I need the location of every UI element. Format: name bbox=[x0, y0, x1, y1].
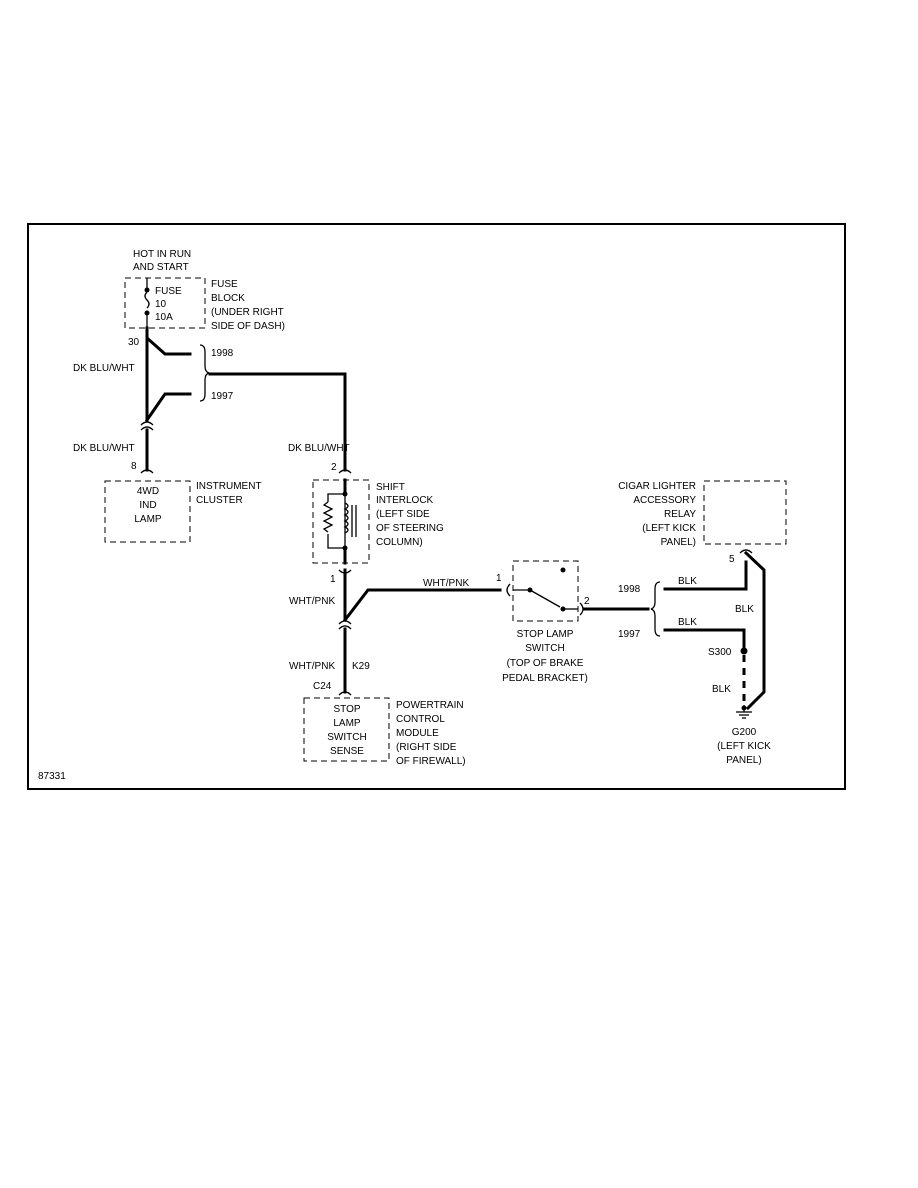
connector-symbol-2 bbox=[338, 620, 352, 630]
cluster-pin: 8 bbox=[131, 461, 137, 472]
wire-blk-1998-to-relay bbox=[663, 560, 748, 591]
fuse-block-label-1: FUSE bbox=[211, 279, 238, 290]
shift-out-pin: 1 bbox=[330, 574, 336, 585]
power-label-1: HOT IN RUN bbox=[133, 249, 191, 260]
pcm-text-3: SWITCH bbox=[327, 732, 366, 743]
connector-symbol bbox=[140, 421, 154, 431]
wire-label-wht-pnk-3: WHT/PNK bbox=[289, 661, 335, 672]
switch-label-3: (TOP OF BRAKE bbox=[507, 658, 584, 669]
power-label-2: AND START bbox=[133, 262, 189, 273]
year-brace-right bbox=[650, 581, 661, 637]
year-1997-left: 1997 bbox=[211, 391, 234, 402]
wire-label-dk-blu-wht-3: DK BLU/WHT bbox=[288, 443, 350, 454]
shift-label-1: SHIFT bbox=[376, 482, 405, 493]
fuse-block-label-4: SIDE OF DASH) bbox=[211, 321, 285, 332]
year-1997-right: 1997 bbox=[618, 629, 641, 640]
switch-in-pin: 1 bbox=[496, 573, 502, 584]
shift-label-3: (LEFT SIDE bbox=[376, 509, 430, 520]
cluster-text-1: 4WD bbox=[137, 486, 159, 497]
shift-label-2: INTERLOCK bbox=[376, 495, 434, 506]
cluster-name-1: INSTRUMENT bbox=[196, 481, 262, 492]
fuse-block-label-2: BLOCK bbox=[211, 293, 245, 304]
diagram-frame bbox=[27, 223, 846, 790]
switch-label-4: PEDAL BRACKET) bbox=[502, 673, 588, 684]
shift-label-4: OF STEERING bbox=[376, 523, 444, 534]
pcm-text-4: SENSE bbox=[330, 746, 364, 757]
wire-label-blk-2: BLK bbox=[735, 604, 754, 615]
wire-fuse-1998-branch bbox=[145, 326, 192, 356]
ground-label-1: G200 bbox=[732, 727, 757, 738]
wire-label-blk-1: BLK bbox=[678, 576, 697, 587]
year-1998-left: 1998 bbox=[211, 348, 234, 359]
pcm-name-2: CONTROL bbox=[396, 714, 445, 725]
wire-label-dk-blu-wht-1: DK BLU/WHT bbox=[73, 363, 135, 374]
wire-label-blk-4: BLK bbox=[712, 684, 731, 695]
wire-label-blk-3: BLK bbox=[678, 617, 697, 628]
ground-label-3: PANEL) bbox=[726, 755, 761, 766]
wire-wht-pnk-to-switch bbox=[342, 588, 502, 623]
shift-interlock-solenoid bbox=[322, 478, 357, 565]
switch-label-1: STOP LAMP bbox=[517, 629, 574, 640]
wire-label-dk-blu-wht-2: DK BLU/WHT bbox=[73, 443, 135, 454]
pcm-name-4: (RIGHT SIDE bbox=[396, 742, 457, 753]
shift-label-5: COLUMN) bbox=[376, 537, 423, 548]
pcm-connector-label: C24 bbox=[313, 681, 332, 692]
ground-symbol bbox=[736, 705, 752, 719]
relay-label-2: ACCESSORY bbox=[633, 495, 696, 506]
stop-lamp-switch-contacts bbox=[506, 567, 584, 616]
year-brace-left bbox=[199, 344, 210, 402]
fuse-label: FUSE bbox=[155, 286, 182, 297]
wire-label-wht-pnk-2: WHT/PNK bbox=[423, 578, 469, 589]
pcm-text-2: LAMP bbox=[333, 718, 361, 729]
wire-blk-relay-to-ground bbox=[743, 550, 766, 711]
fuse-number: 10 bbox=[155, 299, 167, 310]
cluster-text-3: LAMP bbox=[134, 514, 162, 525]
splice-s300 bbox=[740, 647, 748, 655]
fuse-block-box bbox=[124, 277, 206, 329]
ground-label-2: (LEFT KICK bbox=[717, 741, 771, 752]
cluster-text-2: IND bbox=[139, 500, 156, 511]
cluster-name-2: CLUSTER bbox=[196, 495, 243, 506]
wire-to-shift-interlock bbox=[208, 372, 347, 472]
wire-blk-1997 bbox=[663, 628, 746, 652]
pcm-name-5: OF FIREWALL) bbox=[396, 756, 466, 767]
splice-label: S300 bbox=[708, 647, 732, 658]
fuse-block-label-3: (UNDER RIGHT bbox=[211, 307, 284, 318]
instrument-cluster-box bbox=[104, 480, 191, 543]
shift-interlock-box bbox=[312, 479, 370, 564]
switch-out-pin: 2 bbox=[584, 596, 590, 607]
relay-pin: 5 bbox=[729, 554, 735, 565]
pcm-pin: K29 bbox=[352, 661, 370, 672]
pcm-name-1: POWERTRAIN bbox=[396, 700, 464, 711]
pcm-name-3: MODULE bbox=[396, 728, 439, 739]
pcm-connector bbox=[338, 691, 352, 696]
cluster-connector bbox=[140, 469, 154, 474]
pcm-box bbox=[303, 697, 390, 762]
fuse-rating: 10A bbox=[155, 312, 173, 323]
stop-lamp-switch-box bbox=[512, 560, 579, 622]
switch-label-2: SWITCH bbox=[525, 643, 564, 654]
shift-in-connector bbox=[338, 469, 352, 474]
wire-label-wht-pnk-1: WHT/PNK bbox=[289, 596, 335, 607]
shift-in-pin: 2 bbox=[331, 462, 337, 473]
relay-label-4: (LEFT KICK bbox=[642, 523, 696, 534]
relay-label-3: RELAY bbox=[664, 509, 696, 520]
relay-box bbox=[703, 480, 787, 545]
relay-label-1: CIGAR LIGHTER bbox=[618, 481, 696, 492]
year-1998-right: 1998 bbox=[618, 584, 641, 595]
fuse-out-pin: 30 bbox=[128, 337, 140, 348]
figure-id: 87331 bbox=[38, 771, 66, 782]
relay-label-5: PANEL) bbox=[661, 537, 696, 548]
pcm-text-1: STOP bbox=[333, 704, 360, 715]
relay-connector bbox=[739, 549, 753, 554]
wire-1997-branch bbox=[144, 392, 192, 423]
